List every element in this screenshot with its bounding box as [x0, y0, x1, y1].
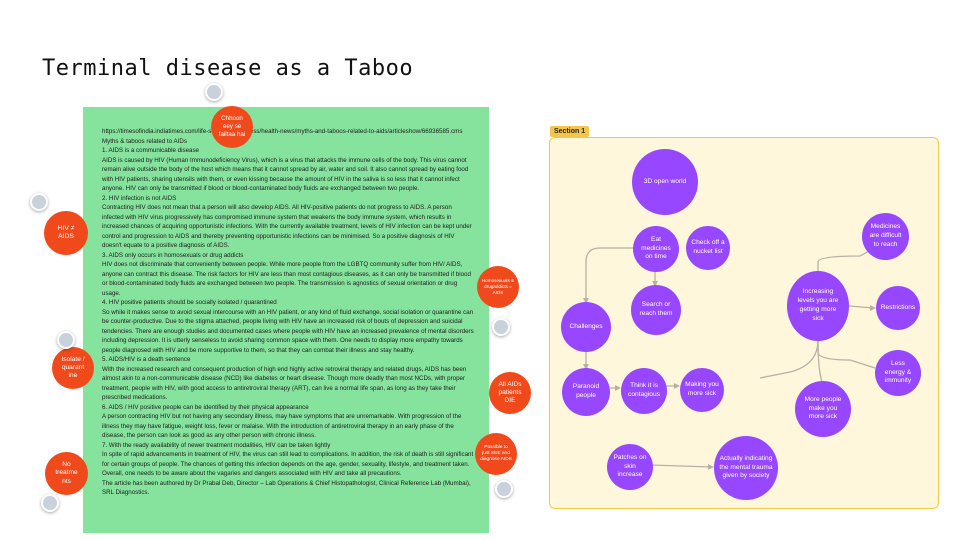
note-paragraph: With the increased research and conseque… [102, 365, 467, 402]
note-paragraph: Contracting HIV does not mean that a per… [102, 204, 472, 249]
node-nucket-list[interactable]: Check off a nucket list [686, 226, 730, 270]
note-paragraph: 6. AIDS / HIV positive people can be ide… [102, 403, 309, 411]
article-note[interactable] [83, 107, 489, 533]
connector [848, 305, 875, 309]
node-challenges[interactable]: Challenges [561, 302, 611, 352]
node-less-energy[interactable]: Less energy & immunity [875, 350, 921, 396]
avatar-pin [41, 494, 59, 512]
note-paragraph: 2. HIV infection is not AIDS [102, 194, 177, 202]
avatar-pin [492, 318, 510, 336]
node-making-sick[interactable]: Making you more sick [680, 368, 724, 412]
avatar-pin [205, 83, 223, 101]
note-paragraph: The article has been authored by Dr Prab… [102, 479, 471, 497]
node-3d-open-world[interactable]: 3D open world [632, 149, 698, 215]
sticker-hiv-not-aids[interactable]: HIV ≠ AIDS [44, 211, 88, 255]
connector [585, 247, 634, 302]
sticker-chhoon[interactable]: Chhoon eey se failtaa hai [211, 106, 253, 148]
avatar-pin [57, 331, 75, 349]
connector [817, 244, 881, 271]
note-paragraph: 3. AIDS only occurs in homosexuals or dr… [102, 251, 244, 259]
node-eat-medicines[interactable]: Eat medicines on time [633, 226, 679, 272]
sticker-homosexuals[interactable]: Homosexuals & drugaddicts = AIDS [477, 266, 519, 308]
connector [817, 340, 876, 369]
node-more-people[interactable]: More people make you more sick [795, 381, 851, 437]
note-paragraph: So while it makes sense to avoid sexual … [102, 308, 474, 354]
node-restrictions[interactable]: Restrictions [876, 286, 920, 330]
node-medicines-difficult[interactable]: Medicines are difficult to reach [862, 213, 909, 260]
avatar-pin [495, 480, 513, 498]
arrowhead [615, 385, 621, 391]
page-title: Terminal disease as a Taboo [42, 56, 414, 81]
arrowhead [583, 298, 589, 304]
arrowhead [652, 281, 658, 287]
note-paragraph: 5. AIDS/HIV is a death sentence [102, 356, 191, 363]
note-paragraph: A person contracting HIV but not having … [102, 413, 462, 439]
node-increasing-levels[interactable]: Increasing levels you are getting more s… [787, 271, 849, 341]
connector [759, 339, 819, 379]
note-paragraph: 4. HIV positive patients should be socia… [102, 299, 277, 306]
sticker-isolate[interactable]: Isolate / quarant ine [52, 347, 94, 389]
connector [650, 464, 713, 468]
article-text: https://timesofindia.indiatimes.com/life… [102, 127, 474, 498]
sticker-no-treatments[interactable]: No treatme nts [45, 452, 88, 495]
arrowhead [870, 305, 876, 311]
node-search-reach[interactable]: Search or reach them [631, 285, 681, 335]
node-paranoid[interactable]: Paranoid people [562, 368, 610, 416]
section-label[interactable]: Section 1 [550, 126, 590, 137]
note-paragraph: 1. AIDS is a communicable disease [102, 147, 199, 154]
arrowhead [583, 364, 589, 370]
note-paragraph: AIDS is caused by HIV (Human Immunodefic… [102, 156, 469, 193]
avatar-pin [30, 193, 48, 211]
note-paragraph: HIV does not discriminate that convenien… [102, 261, 471, 297]
arrowhead [674, 383, 680, 389]
sticker-see-diagnose[interactable]: Possible to just SEE and diagnose AIDS [475, 433, 517, 475]
connector [817, 339, 823, 383]
sticker-all-aids-die[interactable]: All AIDs patients DIE [489, 372, 531, 414]
arrowhead [708, 464, 714, 470]
node-contagious[interactable]: Think it is contagious [621, 368, 667, 414]
note-paragraph: Myths & taboos related to AIDs [102, 137, 187, 145]
node-mental-trauma[interactable]: Actually indicating the mental trauma gi… [714, 436, 778, 500]
note-paragraph: In spite of rapid advancements in treatm… [102, 451, 474, 477]
note-paragraph: https://timesofindia.indiatimes.com/life… [102, 128, 463, 135]
node-patches[interactable]: Patches on skin increase [607, 444, 653, 490]
note-paragraph: 7. With the ready availability of newer … [102, 441, 331, 449]
